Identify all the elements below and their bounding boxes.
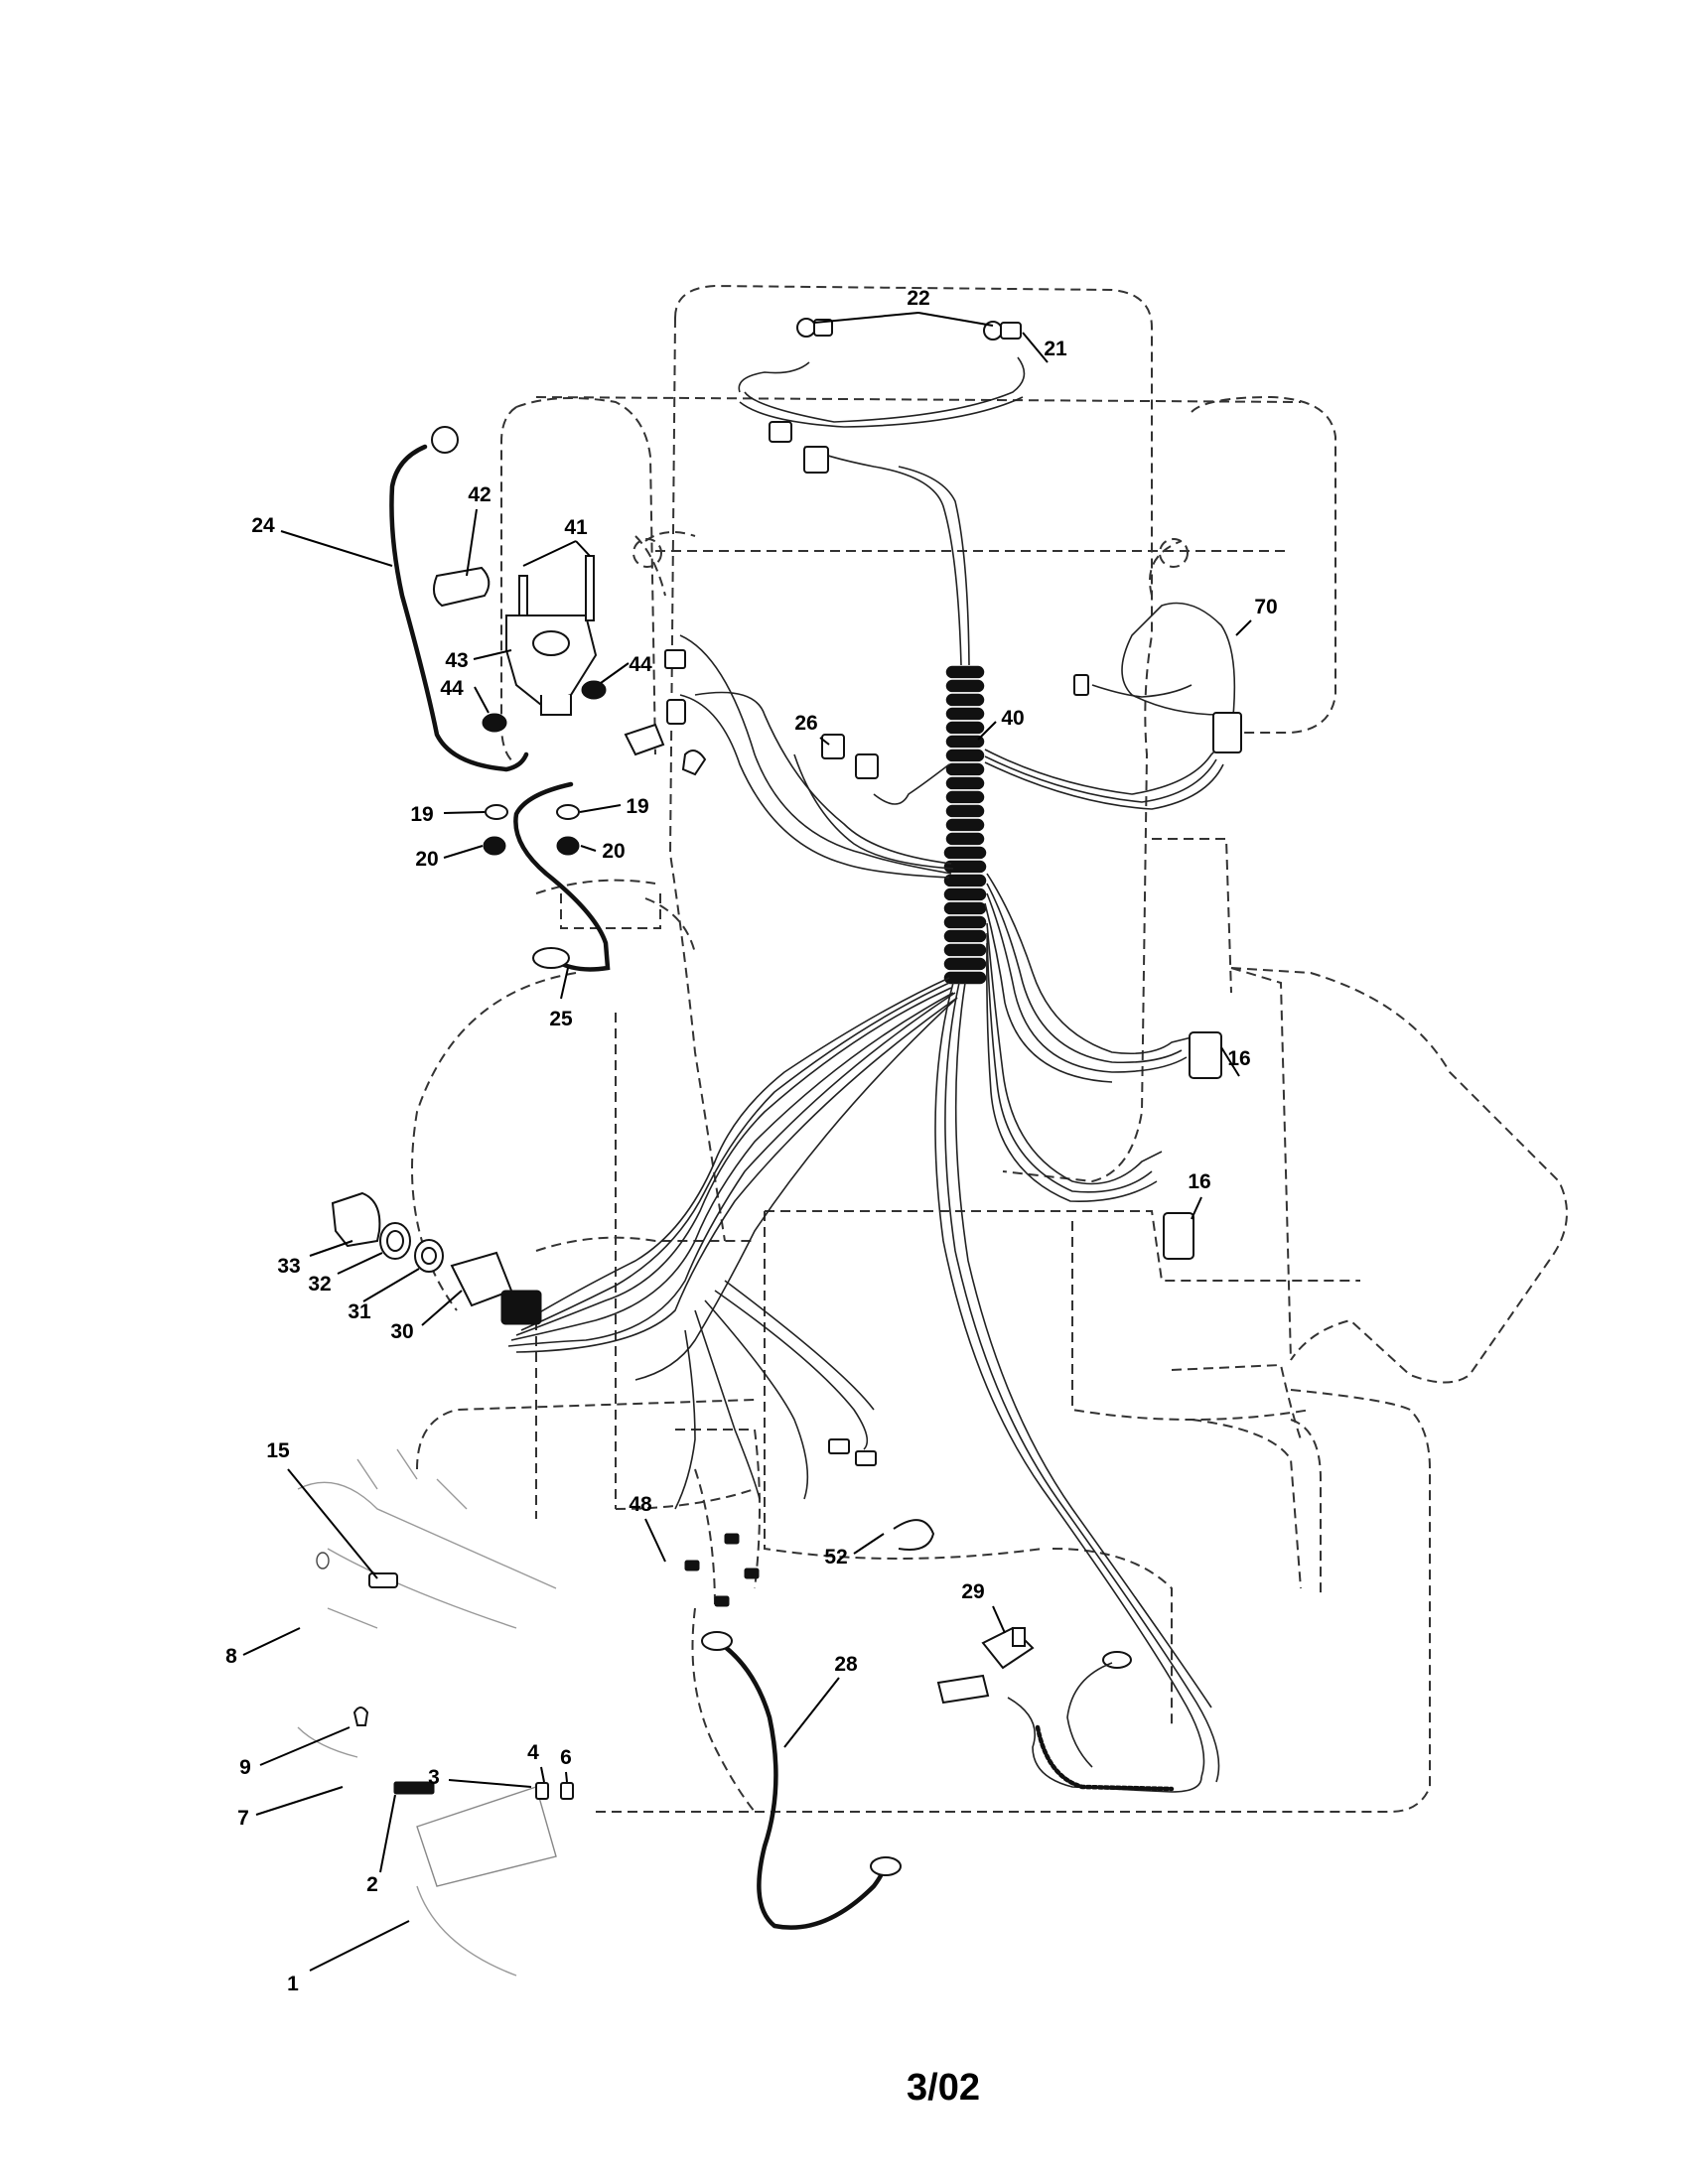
washer-19a [485,804,508,820]
fuse-holder-26 [821,734,845,759]
callout-29: 29 [961,1580,984,1603]
ignition-key-33 [331,1191,381,1248]
switch-16b [1163,1212,1194,1260]
cable-tie-52 [893,1519,935,1551]
washer-19b [556,804,580,820]
callout-7: 7 [237,1807,249,1830]
connector-c [624,723,665,756]
nut-6 [560,1782,574,1800]
callout-25: 25 [549,1008,573,1030]
bolt-2 [393,1781,435,1795]
ring-terminal-25 [532,947,570,969]
components [331,318,1242,1876]
harness-wires [507,356,1236,1783]
ring-terminal-28b [870,1856,902,1876]
callout-6: 6 [560,1746,572,1769]
callout-31: 31 [348,1300,371,1323]
frame-outline [411,284,1568,1813]
page-code: 3/02 [907,2067,980,2109]
nut-20a [483,836,506,856]
screw-41b [585,555,595,621]
callout-24: 24 [251,514,275,537]
callout-22: 22 [907,287,929,310]
callout-48: 48 [629,1493,652,1516]
callout-21: 21 [1044,338,1067,360]
callout-32: 32 [308,1273,331,1296]
connector-48a [684,1560,700,1571]
callout-9: 9 [239,1756,251,1779]
switch-16a [1189,1031,1222,1079]
callout-52: 52 [824,1546,847,1569]
callout-16a: 16 [1227,1047,1250,1070]
lower-frame-sketch [297,1448,557,1977]
callout-33: 33 [277,1255,300,1278]
callout-42: 42 [468,483,491,506]
spacer-4 [535,1782,549,1800]
nut-44a [482,713,507,733]
rod-15 [368,1572,398,1588]
nut-20b [556,836,580,856]
connector-21b [803,446,829,474]
callout-16b: 16 [1188,1170,1210,1193]
callout-41: 41 [564,516,588,539]
callout-2: 2 [366,1873,378,1896]
callout-4: 4 [527,1741,539,1764]
connector-b [666,699,686,725]
callout-26: 26 [794,712,817,735]
leader-lines [242,312,1252,1972]
ring-terminal-28a [701,1631,733,1651]
callout-20a: 20 [415,848,438,871]
clip-9 [352,1706,369,1726]
callout-30: 30 [390,1320,413,1343]
headlight-bulb-22a [796,318,816,338]
battery-cables [389,444,886,1930]
callout-28: 28 [834,1653,858,1676]
connector-21a [769,421,792,443]
callout-labels: 1 2 3 4 6 7 8 9 15 16 16 19 19 20 20 21 … [225,287,1278,1995]
nut-44b [581,680,607,700]
callout-70: 70 [1254,596,1277,618]
callout-15: 15 [266,1439,290,1462]
callout-19a: 19 [410,803,433,826]
callout-8: 8 [225,1645,237,1668]
callout-3: 3 [428,1766,440,1789]
callout-44b: 44 [629,653,652,676]
connector-70 [1212,712,1242,753]
terminal-boot-42 [432,566,491,608]
callout-44a: 44 [440,677,464,700]
connector-a [664,649,686,669]
callout-20b: 20 [602,840,625,863]
harness-conduit-coils [942,664,988,986]
callout-40: 40 [1001,707,1024,730]
callout-19b: 19 [626,795,648,818]
screw-41a [518,575,528,616]
ring-terminal-24 [431,426,459,454]
callout-1: 1 [287,1973,299,1995]
callout-43: 43 [445,649,468,672]
